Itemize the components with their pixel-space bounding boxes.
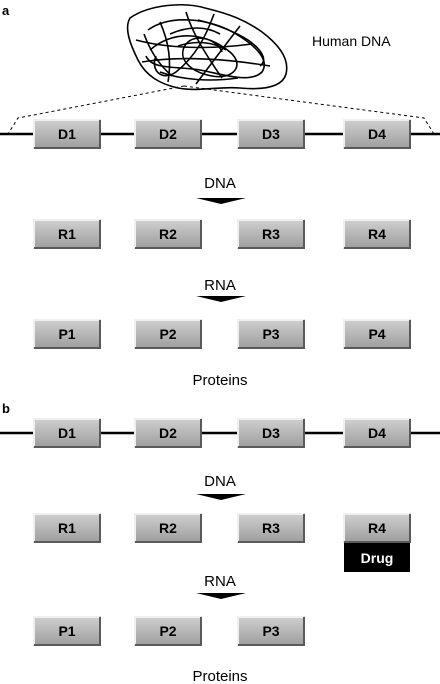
tangled-dna-illustration [126,4,288,91]
panel-a-letter: a [2,3,10,18]
gene-label: D3 [262,425,280,441]
proteins-label: Proteins [192,668,247,684]
rna-box-r4: R4 [343,219,411,249]
protein-box-p1: P1 [33,319,101,349]
transcription-arrow [196,494,246,500]
gene-box-d4: D4 [343,119,411,149]
protein-label: P1 [58,623,75,639]
gene-box-d2: D2 [134,119,202,149]
transcription-arrow [196,198,246,204]
rna-box-r1: R1 [33,513,101,543]
rna-box-r4: R4 [343,513,411,543]
protein-box-p3: P3 [237,616,305,646]
gene-box-d2: D2 [134,418,202,448]
gene-box-d3: D3 [237,418,305,448]
human-dna-title: Human DNA [312,33,391,49]
dna-label: DNA [204,473,236,490]
protein-label: P3 [262,623,279,639]
panel-b-letter: b [2,401,10,416]
gene-box-d1: D1 [33,418,101,448]
drug-block: Drug [344,543,410,572]
translation-arrow [196,593,246,599]
rna-label: R3 [262,520,280,536]
zoom-lines [7,85,435,135]
gene-box-d3: D3 [237,119,305,149]
rna-label: R4 [368,226,386,242]
rna-box-r3: R3 [237,219,305,249]
protein-box-p2: P2 [134,616,202,646]
rna-box-r2: R2 [134,219,202,249]
rna-label: R2 [159,226,177,242]
protein-label: P3 [262,326,279,342]
gene-box-d4: D4 [343,418,411,448]
gene-label: D4 [368,126,386,142]
gene-label: D3 [262,126,280,142]
rna-label: R1 [58,226,76,242]
rna-label: R3 [262,226,280,242]
gene-label: D2 [159,425,177,441]
gene-label: D4 [368,425,386,441]
gene-label: D1 [58,425,76,441]
protein-box-p2: P2 [134,319,202,349]
proteins-label: Proteins [192,372,247,389]
rna-box-r2: R2 [134,513,202,543]
rna-box-r1: R1 [33,219,101,249]
protein-label: P2 [159,623,176,639]
protein-box-p4: P4 [343,319,411,349]
gene-label: D2 [159,126,177,142]
protein-label: P1 [58,326,75,342]
gene-box-d1: D1 [33,119,101,149]
protein-label: P2 [159,326,176,342]
rna-label: R1 [58,520,76,536]
protein-box-p1: P1 [33,616,101,646]
rna-label-heading: RNA [204,277,236,294]
rna-label: R4 [368,520,386,536]
translation-arrow [196,296,246,302]
dna-label: DNA [204,175,236,192]
protein-label: P4 [368,326,385,342]
gene-label: D1 [58,126,76,142]
rna-label: R2 [159,520,177,536]
rna-box-r3: R3 [237,513,305,543]
rna-label-heading: RNA [204,573,236,590]
drug-label: Drug [361,550,394,566]
protein-box-p3: P3 [237,319,305,349]
